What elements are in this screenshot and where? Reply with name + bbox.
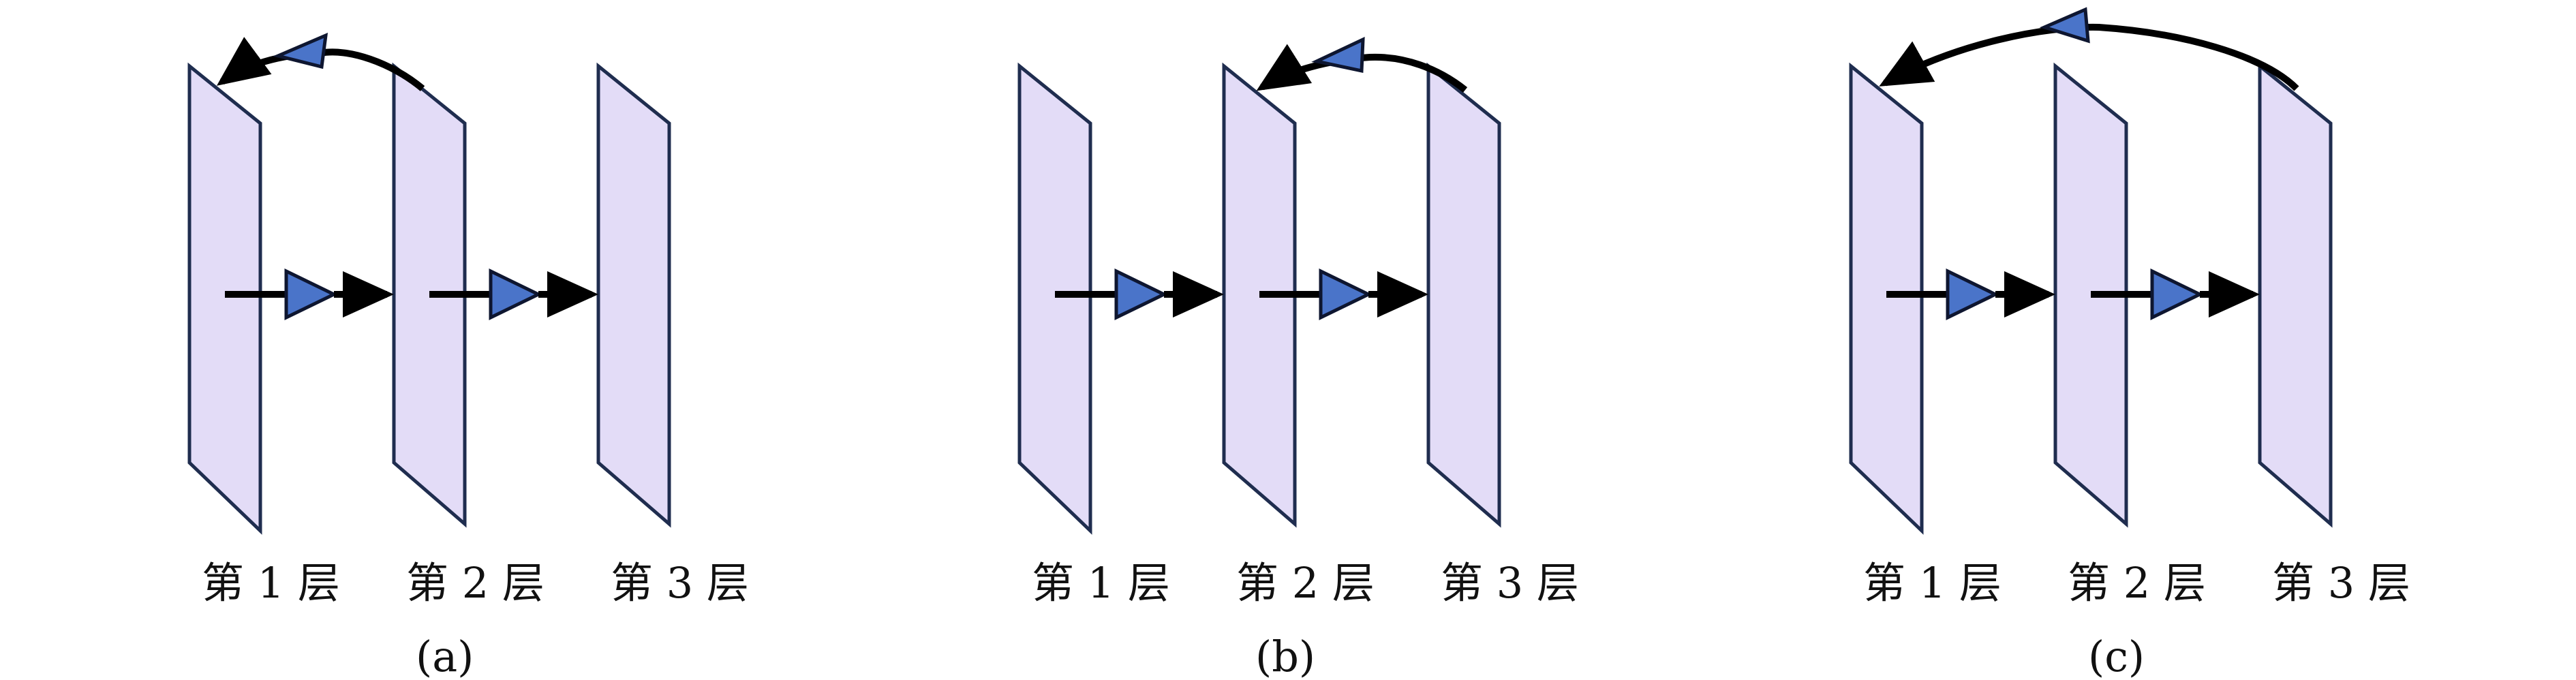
feedback-amplifier xyxy=(1311,36,1365,74)
panel-caption: (a) xyxy=(416,632,474,680)
layer-label: 第 2 层 xyxy=(2068,558,2206,608)
feedback-arrow-3-to-2 xyxy=(1256,44,1468,93)
layer-label: 第 3 层 xyxy=(1441,558,1579,608)
amplifier-1-2 xyxy=(284,268,338,320)
layer-3-plane xyxy=(1426,62,1501,528)
amplifier-2-3 xyxy=(1319,268,1373,320)
layer-label: 第 2 层 xyxy=(1236,558,1375,608)
layer-3-plane xyxy=(2258,62,2333,528)
layer-label: 第 3 层 xyxy=(611,558,749,608)
amplifier-2-3 xyxy=(489,268,542,320)
panel-caption: (b) xyxy=(1255,632,1315,680)
amplifier-2-3 xyxy=(2150,268,2204,320)
layer-label: 第 2 层 xyxy=(406,558,545,608)
panel-c: 第 1 层 第 2 层 第 3 层 (c) xyxy=(1849,7,2410,680)
amplifier-1-2 xyxy=(1946,268,1999,320)
layer-3-plane xyxy=(596,62,671,528)
feedback-amplifier xyxy=(273,32,328,69)
panel-b: 第 1 层 第 2 层 第 3 层 (b) xyxy=(1017,36,1579,680)
layer-label: 第 3 层 xyxy=(2272,558,2410,608)
layer-label: 第 1 层 xyxy=(1863,558,2002,608)
layer-label: 第 1 层 xyxy=(202,558,340,608)
feedback-amplifier xyxy=(2039,7,2090,44)
layer-1-plane xyxy=(1017,62,1092,535)
amplifier-1-2 xyxy=(1114,268,1168,320)
panel-a: 第 1 层 第 2 层 第 3 层 (a) xyxy=(187,32,749,680)
feedback-arrow-3-to-1 xyxy=(1879,23,2299,91)
panel-caption: (c) xyxy=(2088,632,2145,680)
layer-1-plane xyxy=(1849,62,1924,535)
layer-label: 第 1 层 xyxy=(1032,558,1170,608)
layer-1-plane xyxy=(187,62,262,535)
